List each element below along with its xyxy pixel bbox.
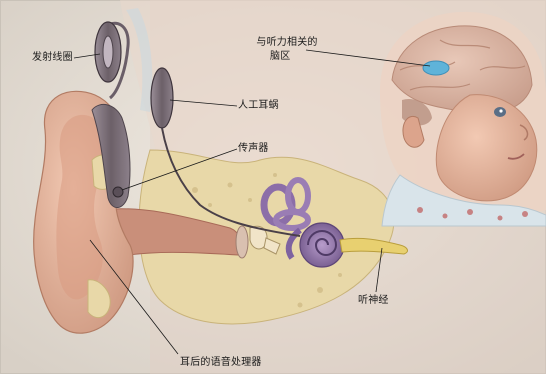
baby-head: [380, 12, 546, 226]
coil-magnet: [103, 36, 113, 68]
label-microphone: 传声器: [238, 143, 269, 155]
implant-receiver: [151, 68, 173, 128]
label-brain-area-line2: 脑区: [270, 51, 290, 63]
label-auditory-nerve: 听神经: [358, 295, 389, 307]
label-transmit-coil: 发射线圈: [32, 52, 73, 64]
label-brain-area-line1: 与听力相关的: [246, 37, 328, 49]
label-cochlear-implant: 人工耳蜗: [238, 100, 279, 112]
hearing-region: [423, 61, 449, 75]
eardrum: [236, 226, 248, 258]
label-speech-processor: 耳后的语音处理器: [180, 357, 262, 369]
cochlea: [300, 223, 344, 267]
microphone-port: [113, 187, 123, 197]
